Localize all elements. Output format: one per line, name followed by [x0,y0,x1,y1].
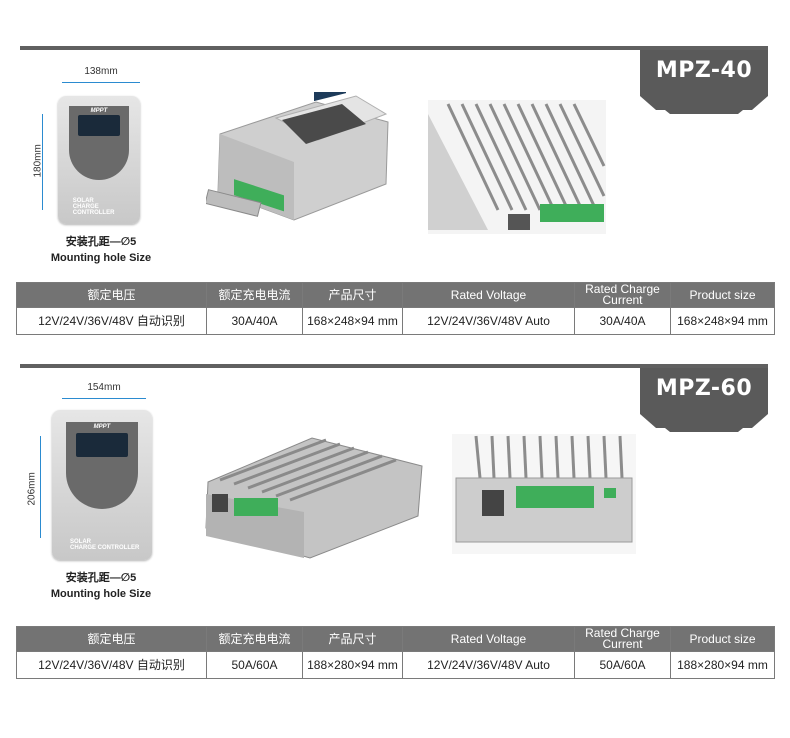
section-divider [20,364,768,368]
caption-cn: 安装孔距—∅5 [65,236,137,248]
cell-product-size-cn: 188×280×94 mm [302,651,403,679]
lcd-screen [77,115,121,136]
height-dimension: 206mm [26,472,38,506]
model-badge: MPZ-60 [640,368,768,432]
heatsink-photo [452,434,636,554]
cell-product-size-cn: 168×248×94 mm [302,307,403,335]
section-divider [20,46,768,50]
cell-rated-voltage-cn: 12V/24V/36V/48V 自动识别 [16,651,207,679]
cell-product-size: 188×280×94 mm [670,651,775,679]
spec-table: 额定电压 额定充电电流 产品尺寸 Rated Voltage Rated Cha… [16,282,775,335]
cell-rated-voltage: 12V/24V/36V/48V Auto [402,307,575,335]
height-arrow [40,436,41,538]
cell-charge-current-cn: 30A/40A [206,307,303,335]
cell-product-size: 168×248×94 mm [670,307,775,335]
device-brand: MPPT [90,107,108,114]
spec-table-header: 额定电压 额定充电电流 产品尺寸 Rated Voltage Rated Cha… [16,282,775,308]
cell-rated-charge-current: 30A/40A [574,307,671,335]
spec-table: 额定电压 额定充电电流 产品尺寸 Rated Voltage Rated Cha… [16,626,775,679]
controller-photo-angle [205,437,423,559]
table-row: 12V/24V/36V/48V 自动识别 50A/60A 188×280×94 … [16,651,775,679]
table-row: 12V/24V/36V/48V 自动识别 30A/40A 168×248×94 … [16,307,775,335]
lcd-screen [76,432,128,457]
cell-rated-voltage-cn: 12V/24V/36V/48V 自动识别 [16,307,207,335]
header-charge-current-cn: 额定充电电流 [206,282,303,308]
header-product-size: Product size [670,626,775,652]
caption-cn: 安装孔距—∅5 [65,572,137,584]
header-rated-voltage: Rated Voltage [402,282,575,308]
header-rated-voltage-cn: 额定电压 [16,282,207,308]
cell-rated-charge-current: 50A/60A [574,651,671,679]
mounting-caption: 安装孔距—∅5 Mounting hole Size [26,570,176,602]
height-arrow [42,114,43,210]
width-dimension: 138mm [84,66,118,77]
header-product-size-cn: 产品尺寸 [302,282,403,308]
header-rated-voltage: Rated Voltage [402,626,575,652]
spec-table-header: 额定电压 额定充电电流 产品尺寸 Rated Voltage Rated Cha… [16,626,775,652]
model-name: MPZ-60 [655,376,753,401]
cell-charge-current-cn: 50A/60A [206,651,303,679]
device-brand: MPPT [93,423,111,430]
caption-en: Mounting hole Size [50,252,152,264]
width-arrow [62,82,140,83]
header-product-size: Product size [670,282,775,308]
model-name: MPZ-40 [655,58,753,83]
header-rated-charge-current: Rated Charge Current [574,626,671,652]
controller-photo-angle [206,92,389,221]
mounting-caption: 安装孔距—∅5 Mounting hole Size [26,234,176,266]
header-rated-charge-current: Rated Charge Current [574,282,671,308]
header-charge-current-cn: 额定充电电流 [206,626,303,652]
cell-rated-voltage: 12V/24V/36V/48V Auto [402,651,575,679]
width-dimension: 154mm [87,382,121,393]
width-arrow [62,398,146,399]
header-rated-voltage-cn: 额定电压 [16,626,207,652]
heatsink-photo [428,100,606,234]
caption-en: Mounting hole Size [50,588,152,600]
header-product-size-cn: 产品尺寸 [302,626,403,652]
model-badge: MPZ-40 [640,50,768,114]
